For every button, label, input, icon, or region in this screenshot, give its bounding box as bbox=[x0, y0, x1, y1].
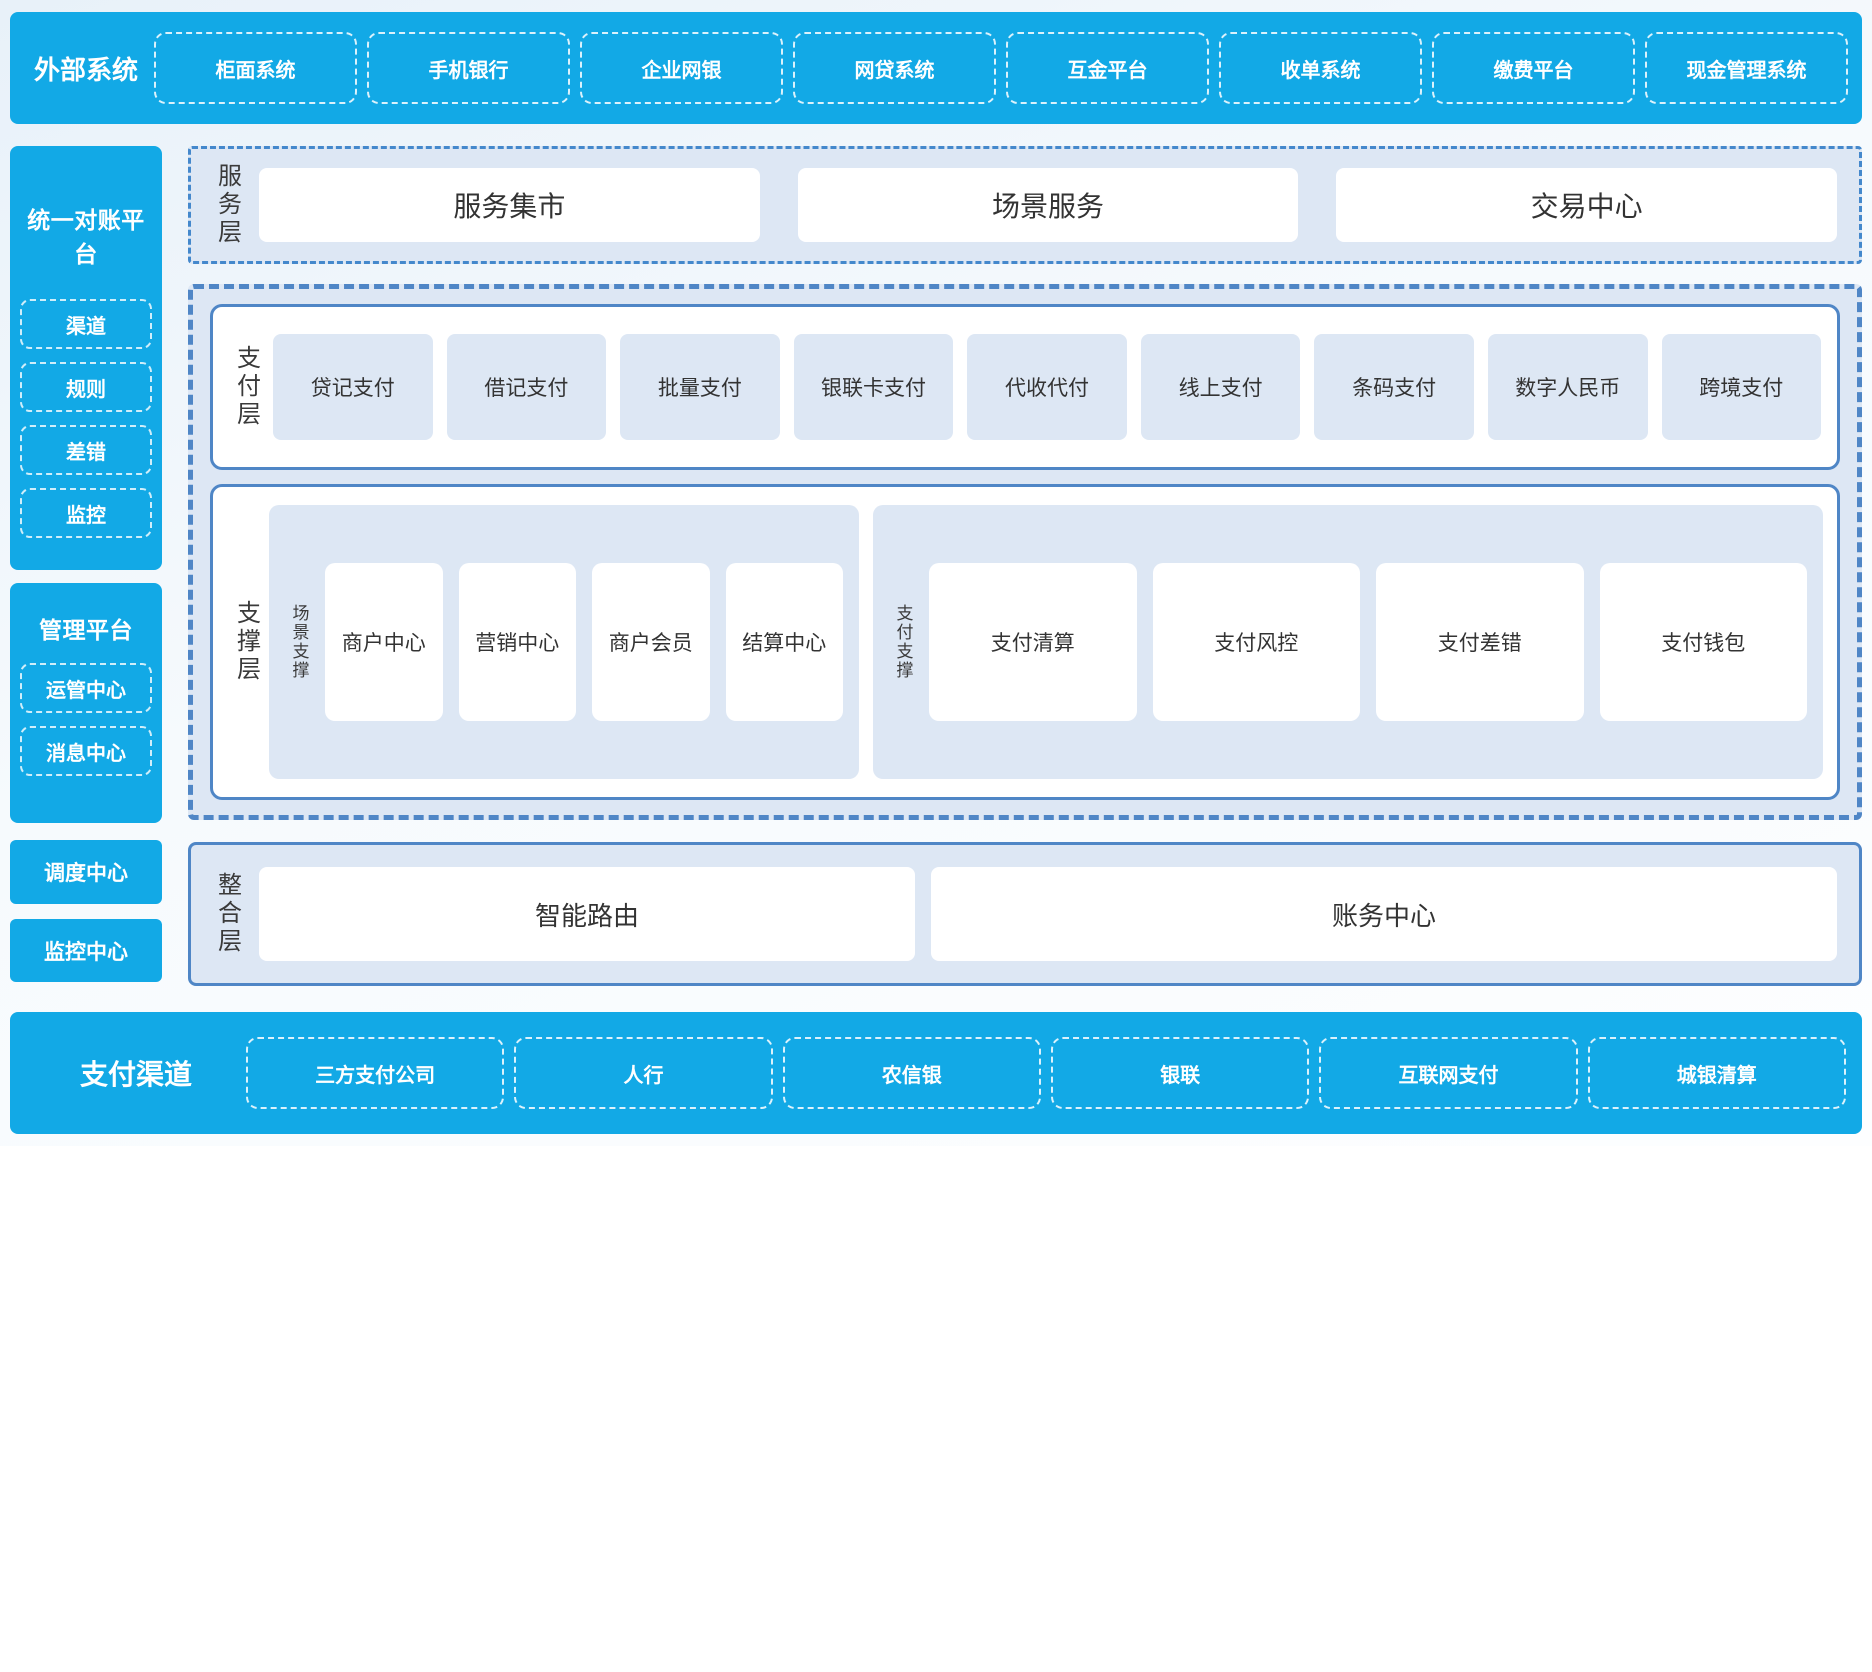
service-layer-section: 服务层 服务集市 场景服务 交易中心 bbox=[188, 146, 1862, 264]
management-platform-title: 管理平台 bbox=[39, 618, 133, 644]
payment-item-credit[interactable]: 贷记支付 bbox=[273, 334, 433, 440]
management-item-message-center[interactable]: 消息中心 bbox=[20, 726, 152, 776]
reconciliation-platform-title: 统一对账平台 bbox=[27, 208, 145, 268]
external-systems-label: 外部系统 bbox=[33, 55, 138, 86]
payment-item-cross-border[interactable]: 跨境支付 bbox=[1661, 334, 1822, 440]
channel-rural-credit-bank[interactable]: 农信银 bbox=[782, 1037, 1041, 1109]
payment-support-group: 支付支撑 支付清算 支付风控 支付差错 支付钱包 bbox=[873, 505, 1823, 779]
core-layers-container: 支付层 贷记支付 借记支付 批量支付 银联卡支付 代收代付 线上支付 条码支付 … bbox=[188, 284, 1862, 820]
payment-item-barcode[interactable]: 条码支付 bbox=[1314, 334, 1474, 440]
channel-unionpay[interactable]: 银联 bbox=[1050, 1037, 1310, 1109]
external-system-corporate-ebank[interactable]: 企业网银 bbox=[580, 32, 783, 104]
reconciliation-platform-block: 统一对账平台 渠道 规则 差错 监控 bbox=[10, 146, 162, 570]
management-platform-block: 管理平台 运管中心 消息中心 bbox=[10, 583, 162, 823]
reconciliation-item-rules[interactable]: 规则 bbox=[20, 362, 152, 412]
dispatch-center-block[interactable]: 调度中心 bbox=[10, 840, 162, 904]
external-system-online-loan[interactable]: 网贷系统 bbox=[793, 32, 996, 104]
settlement-center-card[interactable]: 结算中心 bbox=[725, 563, 843, 721]
scene-service-card[interactable]: 场景服务 bbox=[797, 168, 1299, 242]
channel-internet-payment[interactable]: 互联网支付 bbox=[1319, 1037, 1578, 1109]
external-systems-bar: 外部系统 柜面系统 手机银行 企业网银 网贷系统 互金平台 收单系统 缴费平台 … bbox=[10, 12, 1862, 124]
channel-city-bank-clearing[interactable]: 城银清算 bbox=[1587, 1037, 1846, 1109]
payment-layer-items: 贷记支付 借记支付 批量支付 银联卡支付 代收代付 线上支付 条码支付 数字人民… bbox=[269, 334, 1825, 440]
payment-layer-box: 支付层 贷记支付 借记支付 批量支付 银联卡支付 代收代付 线上支付 条码支付 … bbox=[210, 304, 1840, 470]
payment-channels-items: 三方支付公司 人行 农信银 银联 互联网支付 城银清算 bbox=[246, 1012, 1846, 1134]
external-system-counter[interactable]: 柜面系统 bbox=[154, 32, 357, 104]
payment-item-debit[interactable]: 借记支付 bbox=[446, 334, 607, 440]
merchant-center-card[interactable]: 商户中心 bbox=[325, 563, 443, 721]
smart-routing-card[interactable]: 智能路由 bbox=[259, 867, 916, 961]
payment-architecture-diagram: 外部系统 柜面系统 手机银行 企业网银 网贷系统 互金平台 收单系统 缴费平台 … bbox=[10, 12, 1862, 1134]
monitoring-center-block[interactable]: 监控中心 bbox=[10, 919, 162, 982]
payment-item-unionpay-card[interactable]: 银联卡支付 bbox=[793, 334, 954, 440]
external-system-internet-finance[interactable]: 互金平台 bbox=[1006, 32, 1209, 104]
scene-support-label: 场景支撑 bbox=[288, 604, 309, 680]
support-layer-groups: 场景支撑 商户中心 营销中心 商户会员 结算中心 支付支撑 支付清算 bbox=[269, 487, 1825, 797]
merchant-member-card[interactable]: 商户会员 bbox=[592, 563, 710, 721]
support-layer-box: 支撑层 场景支撑 商户中心 营销中心 商户会员 结算中心 bbox=[210, 484, 1840, 800]
marketing-center-card[interactable]: 营销中心 bbox=[458, 563, 576, 721]
service-market-card[interactable]: 服务集市 bbox=[259, 168, 760, 242]
payment-channels-bar: 支付渠道 三方支付公司 人行 农信银 银联 互联网支付 城银清算 bbox=[10, 1012, 1862, 1134]
external-system-acquiring[interactable]: 收单系统 bbox=[1219, 32, 1422, 104]
support-layer-label: 支撑层 bbox=[232, 600, 261, 684]
service-layer-label: 服务层 bbox=[213, 163, 242, 247]
transaction-center-card[interactable]: 交易中心 bbox=[1336, 168, 1838, 242]
payment-risk-control-card[interactable]: 支付风控 bbox=[1152, 563, 1360, 721]
payment-item-digital-rmb[interactable]: 数字人民币 bbox=[1487, 334, 1648, 440]
payment-wallet-card[interactable]: 支付钱包 bbox=[1599, 563, 1807, 721]
payment-item-collection-agency[interactable]: 代收代付 bbox=[967, 334, 1127, 440]
payment-layer-label: 支付层 bbox=[232, 345, 261, 429]
payment-support-label: 支付支撑 bbox=[892, 604, 913, 680]
main-column: 服务层 服务集市 场景服务 交易中心 支付层 贷记支付 借记支付 批量支付 银联… bbox=[188, 146, 1862, 986]
scene-support-group: 场景支撑 商户中心 营销中心 商户会员 结算中心 bbox=[269, 505, 859, 779]
integration-layer-label: 整合层 bbox=[213, 872, 242, 956]
accounting-center-card[interactable]: 账务中心 bbox=[931, 867, 1837, 961]
payment-channels-label: 支付渠道 bbox=[79, 1058, 192, 1091]
reconciliation-item-channel[interactable]: 渠道 bbox=[20, 299, 152, 349]
reconciliation-item-errors[interactable]: 差错 bbox=[20, 425, 152, 475]
service-layer-items: 服务集市 场景服务 交易中心 bbox=[251, 168, 1845, 242]
channel-pboc[interactable]: 人行 bbox=[514, 1037, 773, 1109]
external-system-bill-payment[interactable]: 缴费平台 bbox=[1432, 32, 1635, 104]
external-system-cash-management[interactable]: 现金管理系统 bbox=[1645, 32, 1848, 104]
middle-region: 统一对账平台 渠道 规则 差错 监控 管理平台 运管中心 消息中心 调度中心 监… bbox=[10, 146, 1862, 986]
payment-item-online[interactable]: 线上支付 bbox=[1140, 334, 1301, 440]
management-item-operations-center[interactable]: 运管中心 bbox=[20, 663, 152, 713]
reconciliation-item-monitoring[interactable]: 监控 bbox=[20, 488, 152, 538]
channel-third-party-payment[interactable]: 三方支付公司 bbox=[246, 1037, 505, 1109]
external-systems-items: 柜面系统 手机银行 企业网银 网贷系统 互金平台 收单系统 缴费平台 现金管理系… bbox=[154, 12, 1848, 124]
payment-error-card[interactable]: 支付差错 bbox=[1376, 563, 1584, 721]
external-system-mobile-banking[interactable]: 手机银行 bbox=[367, 32, 570, 104]
left-sidebar: 统一对账平台 渠道 规则 差错 监控 管理平台 运管中心 消息中心 调度中心 监… bbox=[10, 146, 162, 986]
integration-layer-items: 智能路由 账务中心 bbox=[251, 867, 1845, 961]
scene-support-items: 商户中心 营销中心 商户会员 结算中心 bbox=[319, 563, 849, 721]
payment-item-batch[interactable]: 批量支付 bbox=[620, 334, 780, 440]
integration-layer-section: 整合层 智能路由 账务中心 bbox=[188, 842, 1862, 986]
payment-clearing-card[interactable]: 支付清算 bbox=[929, 563, 1137, 721]
payment-support-items: 支付清算 支付风控 支付差错 支付钱包 bbox=[923, 563, 1813, 721]
